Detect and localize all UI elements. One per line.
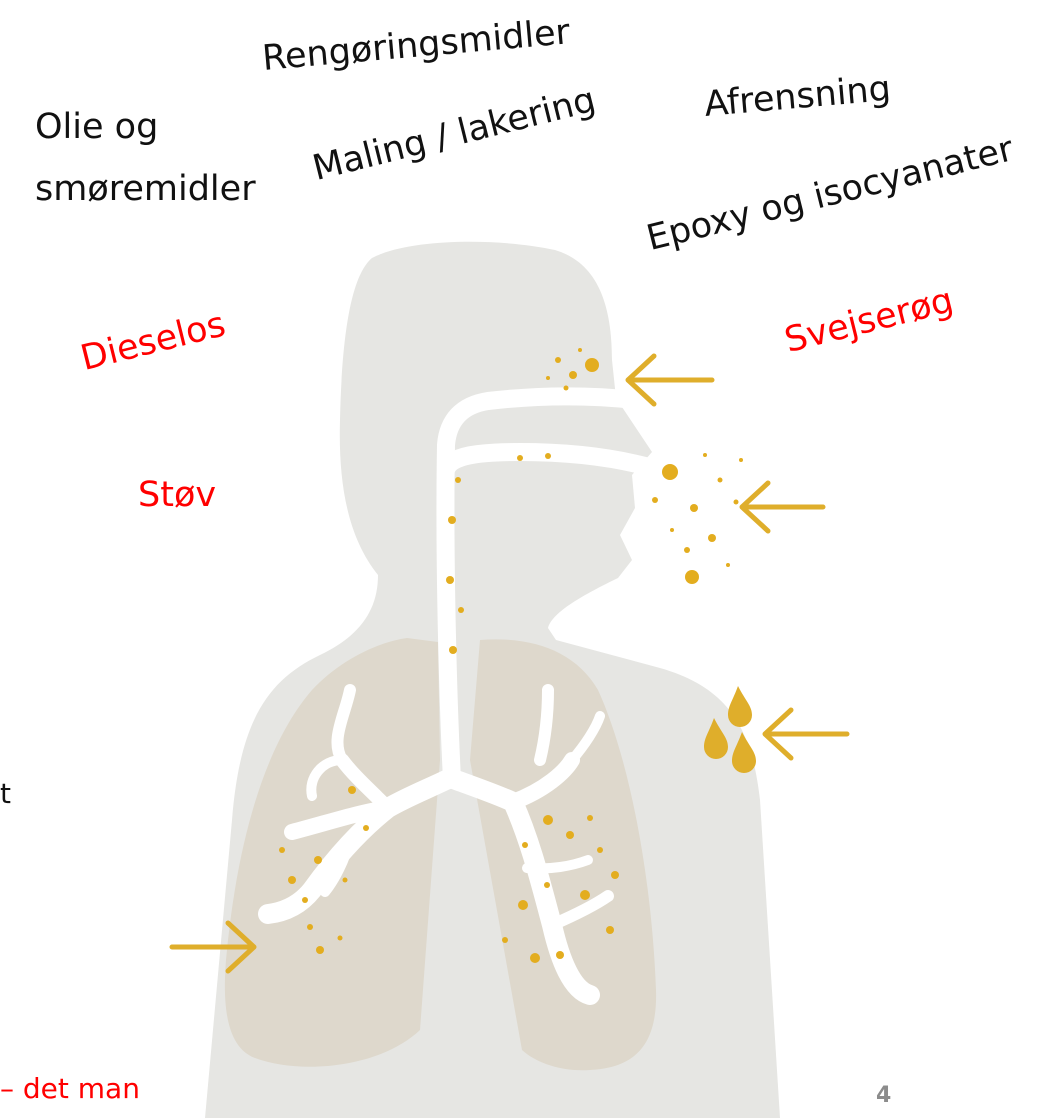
label-stov: Støv — [138, 478, 216, 513]
page-number: 4 — [876, 1085, 891, 1107]
label-olie-og: Olie og — [35, 110, 158, 145]
label-smoremidler: smøremidler — [35, 172, 256, 207]
arrow-left-icon — [742, 483, 823, 531]
cut-off-text: t — [0, 780, 11, 808]
cut-off-caption: – det man — [0, 1075, 140, 1103]
arrow-left-icon — [765, 710, 847, 758]
